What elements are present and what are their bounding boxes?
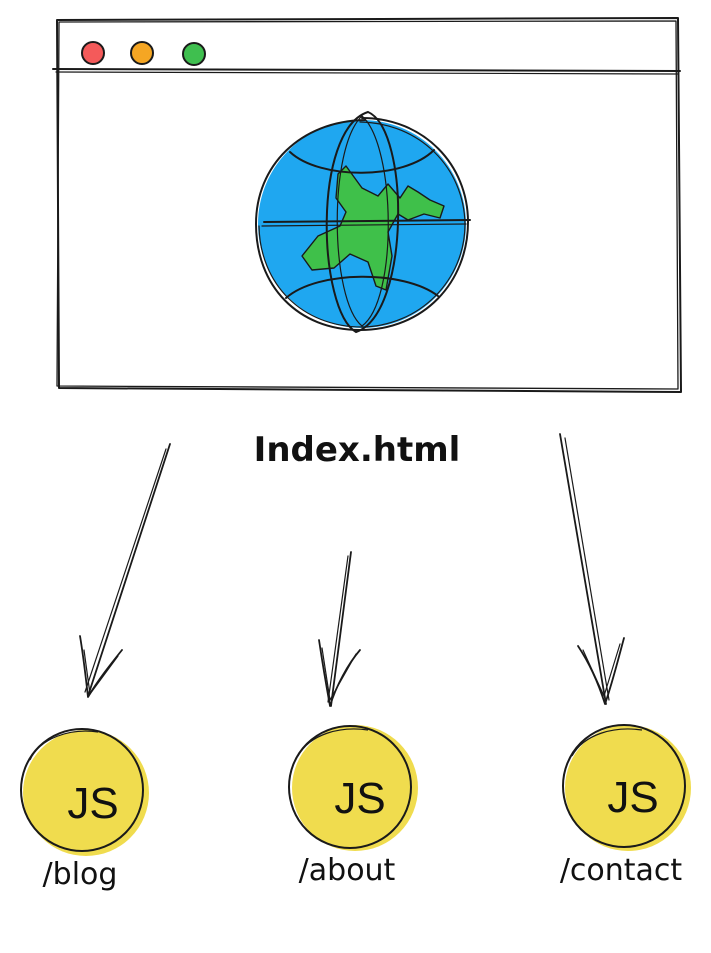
- browser-window-frame-sketch: [56, 20, 679, 390]
- minimize-dot-icon[interactable]: [130, 41, 154, 65]
- js-badge-label: JS: [334, 774, 385, 823]
- close-dot-icon[interactable]: [81, 41, 105, 65]
- globe-latitude-lower: [285, 275, 439, 299]
- globe-icon: [254, 110, 471, 334]
- arrow-to-blog: [79, 443, 171, 698]
- arrow-to-about: [318, 551, 361, 707]
- js-file-icon: [20, 728, 149, 856]
- js-badge-label: JS: [607, 773, 658, 822]
- browser-window: [52, 17, 682, 393]
- globe-equator: [263, 219, 471, 223]
- browser-window-frame: [56, 17, 682, 393]
- globe-meridian: [325, 110, 400, 334]
- js-file-icon: [562, 724, 691, 851]
- main-file-label: Index.html: [254, 430, 461, 470]
- maximize-dot-icon[interactable]: [182, 42, 206, 66]
- route-path-label: /contact: [560, 853, 683, 888]
- route-node-blog[interactable]: JS /blog: [20, 728, 149, 892]
- js-badge-label: JS: [67, 779, 118, 828]
- route-path-label: /about: [299, 853, 396, 888]
- globe-latitude-upper: [289, 149, 435, 174]
- route-node-about[interactable]: JS /about: [288, 725, 418, 888]
- route-path-label: /blog: [43, 857, 118, 892]
- route-node-contact[interactable]: JS /contact: [560, 724, 691, 888]
- js-file-icon: [288, 725, 418, 851]
- browser-titlebar-divider: [52, 68, 681, 72]
- window-controls: [81, 41, 206, 66]
- arrow-to-contact: [559, 433, 625, 705]
